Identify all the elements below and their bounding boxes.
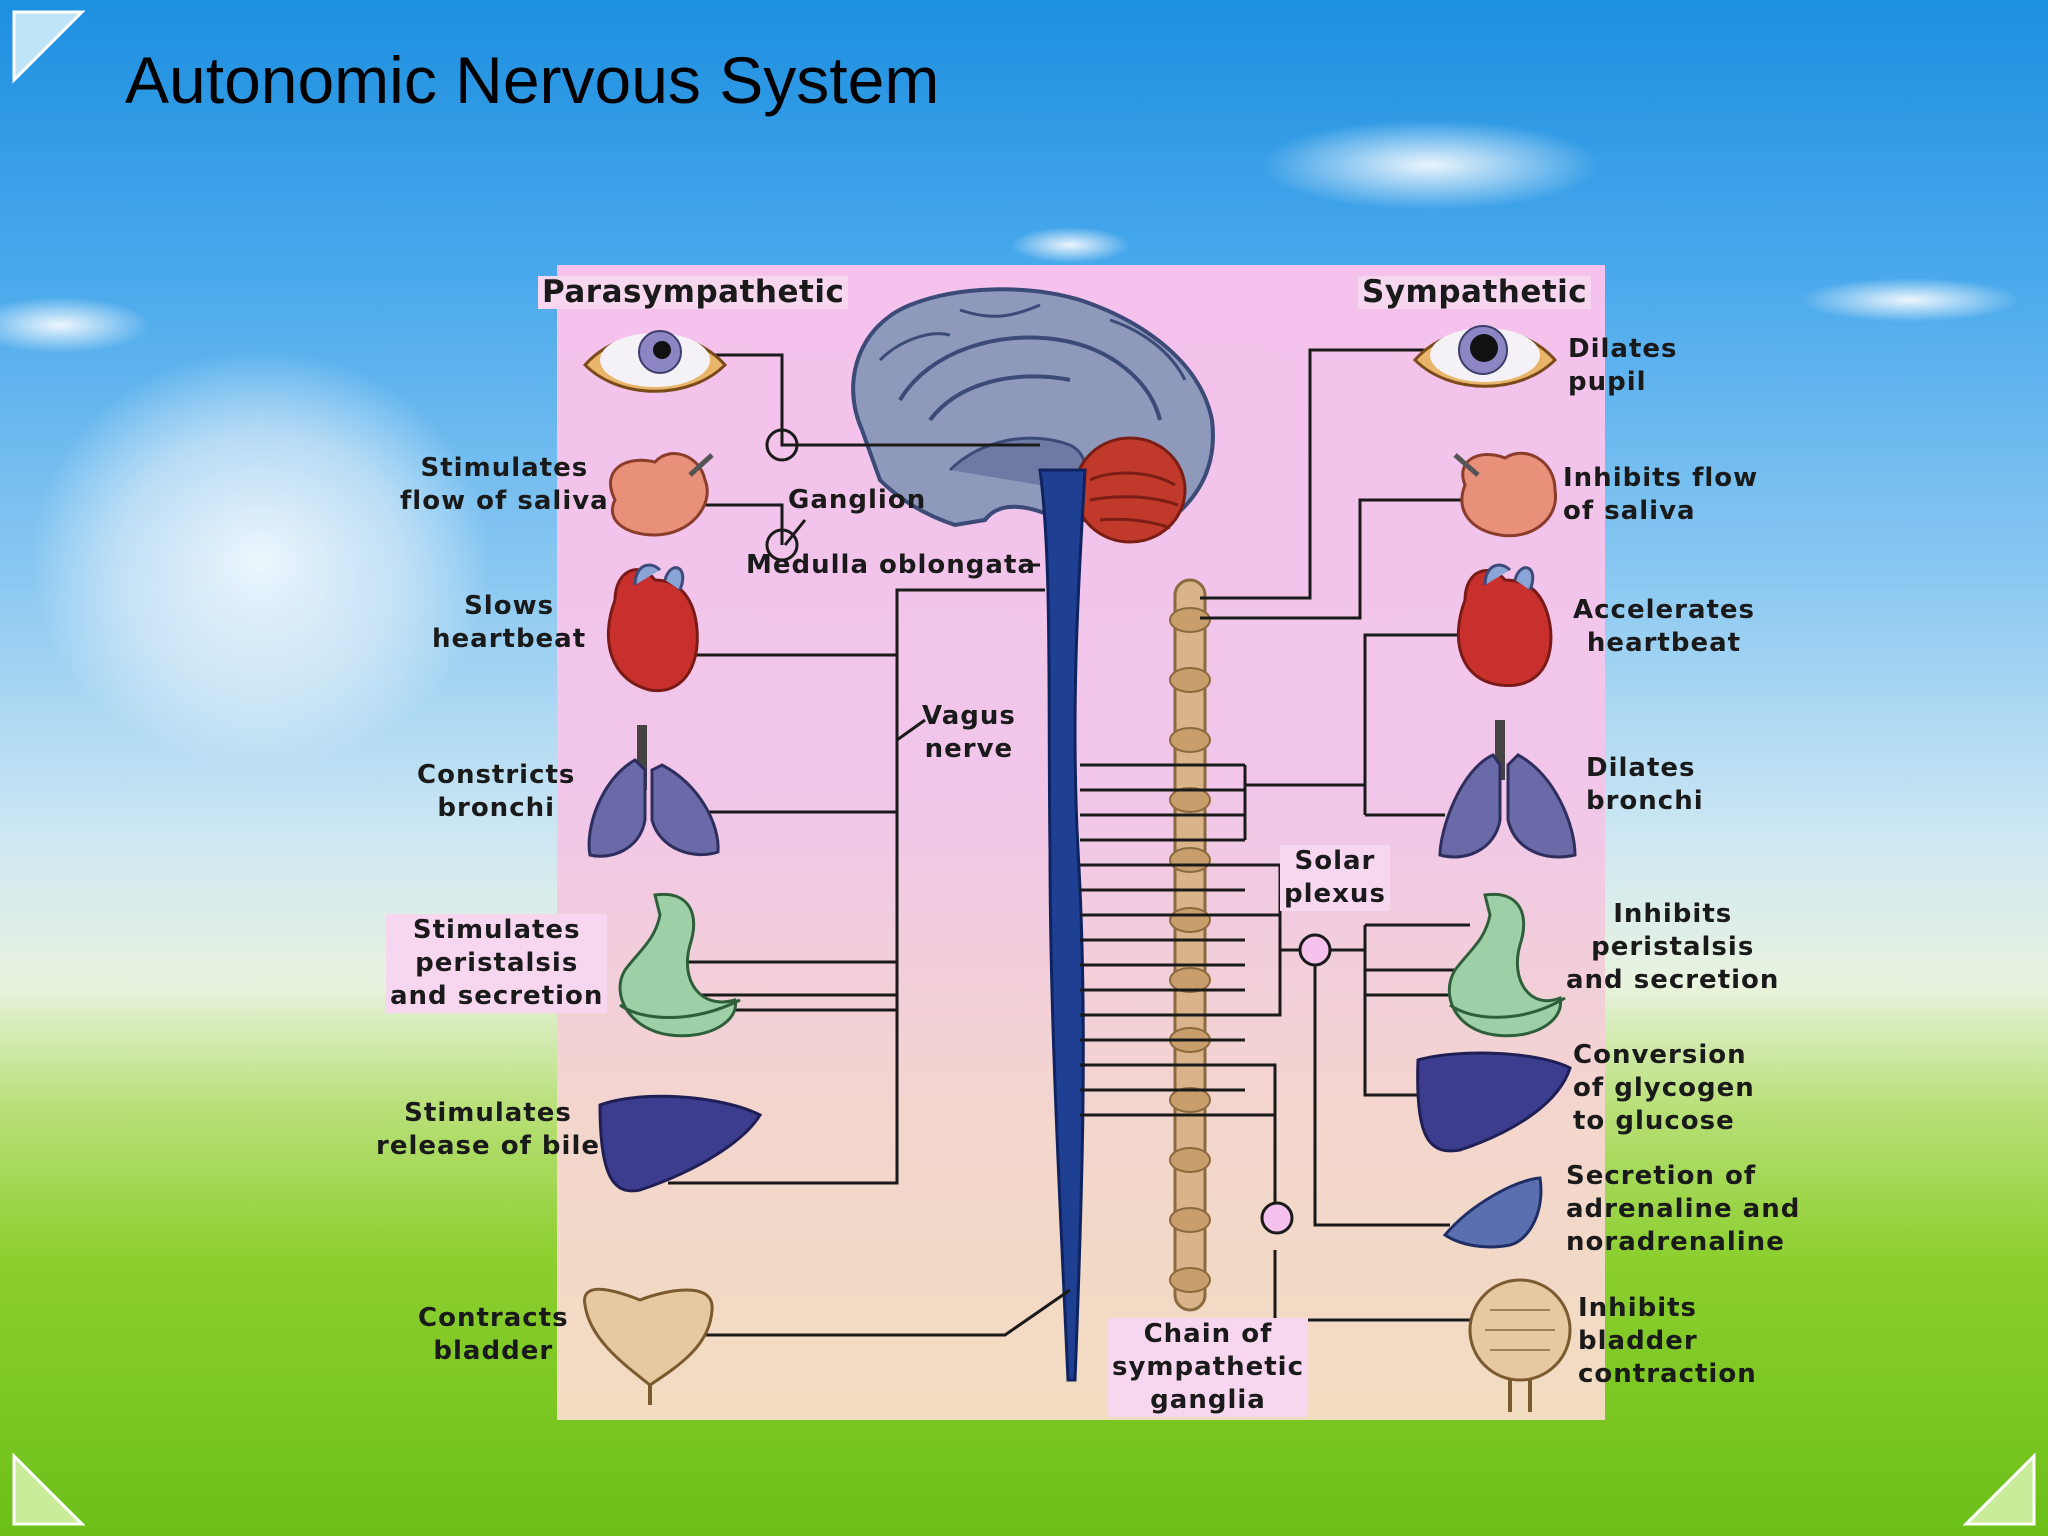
symp-label-peristalsis: Inhibits peristalsis and secretion [1566,899,1780,995]
eye-icon [582,330,728,393]
liver-icon [598,1094,763,1193]
liver-icon [1416,1051,1572,1153]
cloud [1260,120,1600,210]
bladder-icon [1468,1278,1572,1412]
para-label-saliva: Stimulates flow of saliva [400,453,609,516]
symp-label-bladder: Inhibits bladder contraction [1578,1293,1757,1389]
cloud [0,297,150,353]
lungs-icon [1438,720,1577,859]
solar-plexus-label: Solar plexus [1280,845,1390,911]
sympathetic-heading: Sympathetic [1358,276,1592,309]
slide-title: Autonomic Nervous System [125,43,940,117]
sympathetic-nerves [1200,348,1480,1322]
para-label-peristalsis: Stimulates peristalsis and secretion [386,914,608,1013]
adrenal-gland-icon [1442,1176,1543,1249]
para-label-heartbeat: Slows heartbeat [432,591,587,654]
lungs-icon [587,725,720,858]
corner-triangle-bottom-left [12,1452,86,1526]
sympathetic-ganglia-chain [1169,578,1211,1312]
ganglion-node-icon [765,528,799,562]
corner-triangle-bottom-right [1962,1452,2036,1526]
symp-label-adrenaline: Secretion of adrenaline and noradrenalin… [1566,1161,1801,1257]
stomach-icon [1447,892,1566,1038]
spinal-cord-icon [1038,468,1087,1382]
ganglion-label: Ganglion [788,485,927,515]
symp-label-bronchi: Dilates bronchi [1586,753,1704,816]
salivary-gland-icon [1453,451,1557,538]
heart-icon [1457,563,1553,688]
corner-triangle-top-left [12,10,86,84]
stomach-icon [618,892,741,1038]
para-label-bile: Stimulates release of bile [376,1098,601,1161]
medulla-oblongata-label: Medulla oblongata [746,550,1036,580]
parasympathetic-heading: Parasympathetic [538,276,849,309]
chain-of-sympathetic-ganglia-label: Chain of sympathetic ganglia [1108,1318,1308,1417]
heart-icon [607,563,699,693]
spinal-nerve-rungs [1080,763,1245,1117]
bladder-icon [583,1287,714,1405]
solar-plexus-node-icon [1298,933,1332,967]
salivary-gland-icon [609,452,714,537]
symp-label-heartbeat: Accelerates heartbeat [1573,595,1756,658]
eye-icon [1412,325,1558,388]
dandelion-puff [30,350,490,770]
cloud [1800,278,2020,322]
para-label-bronchi: Constricts bronchi [417,760,576,823]
symp-label-glycogen: Conversion of glycogen to glucose [1573,1040,1755,1136]
para-label-bladder: Contracts bladder [418,1303,569,1366]
symp-label-saliva: Inhibits flow of saliva [1563,463,1759,526]
cloud [1010,227,1130,263]
vagus-nerve-label: Vagus nerve [922,701,1016,764]
symp-label-pupil: Dilates pupil [1568,334,1678,397]
ganglion-node-icon [765,428,799,462]
ganglion-node-icon [1260,1201,1294,1235]
